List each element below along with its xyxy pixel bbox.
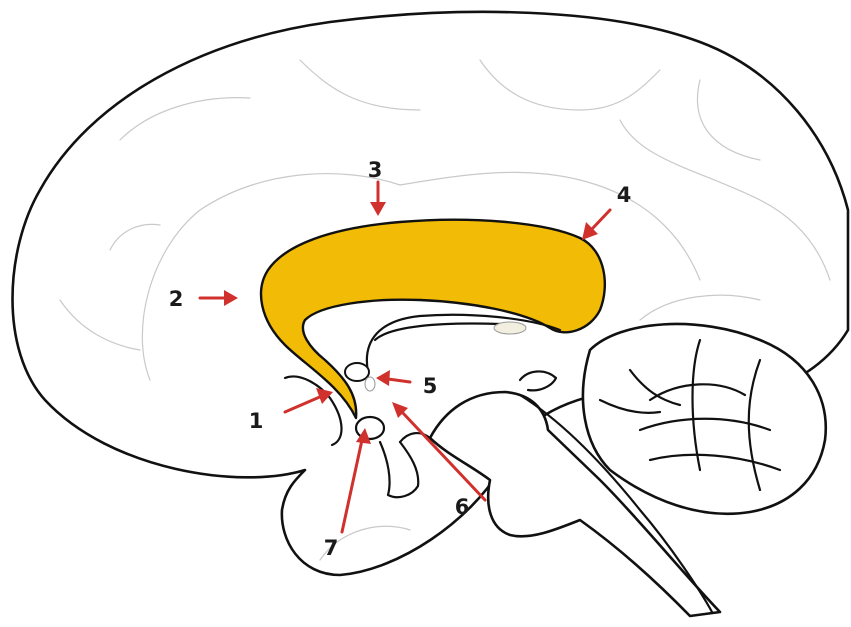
label-1: 1 — [249, 409, 264, 433]
label-6: 6 — [455, 495, 470, 519]
pineal-region — [494, 322, 526, 334]
label-5: 5 — [423, 374, 438, 398]
label-3: 3 — [368, 158, 383, 182]
label-7: 7 — [324, 536, 339, 560]
anterior-commissure — [345, 363, 369, 381]
label-2: 2 — [169, 287, 184, 311]
small-nucleus — [365, 377, 375, 391]
label-4: 4 — [617, 183, 632, 207]
